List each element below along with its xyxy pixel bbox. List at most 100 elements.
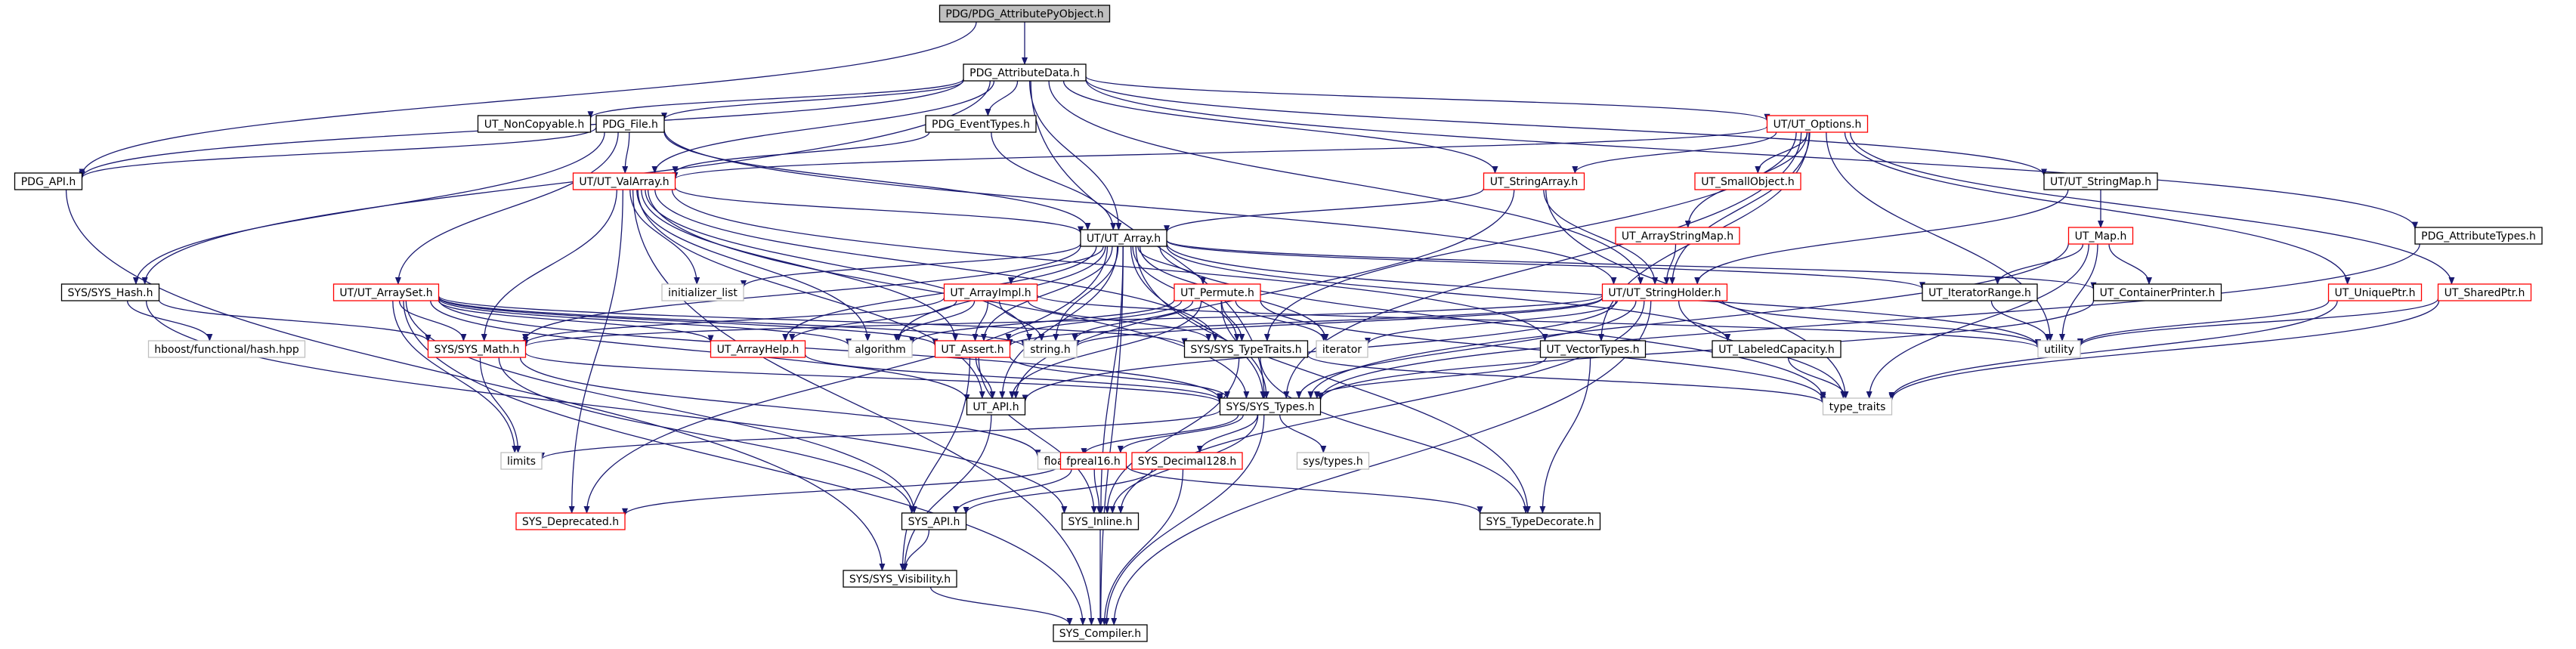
node-iterrange[interactable]: UT_IteratorRange.h [1922, 283, 2038, 301]
node-box-compiler [1053, 624, 1148, 642]
node-sysapi[interactable]: SYS_API.h [901, 512, 967, 530]
dependency-edge-arrayset-to-utassert [438, 297, 939, 347]
dependency-edge-utassert-to-visibility [899, 357, 971, 571]
node-sharedptr[interactable]: UT_SharedPtr.h [2437, 283, 2532, 301]
node-box-arrayset [332, 283, 440, 301]
node-contprinter[interactable]: UT_ContainerPrinter.h [2092, 283, 2222, 301]
node-smallobj[interactable]: UT_SmallObject.h [1694, 172, 1801, 190]
dependency-edge-systypes-to-decimal128 [1196, 414, 1258, 453]
dependency-edge-iterrange-to-utility [1990, 300, 2051, 341]
node-box-root [939, 5, 1111, 23]
node-typedecorate[interactable]: SYS_TypeDecorate.h [1479, 512, 1601, 530]
dependency-edge-arrayhelp-to-systypes [804, 354, 1223, 402]
node-eventtypes[interactable]: PDG_EventTypes.h [925, 115, 1037, 133]
node-noncopy[interactable]: UT_NonCopyable.h [477, 115, 592, 133]
node-compiler[interactable]: SYS_Compiler.h [1053, 624, 1148, 642]
node-box-systypes [1219, 397, 1322, 416]
node-utmap[interactable]: UT_Map.h [2067, 227, 2134, 245]
node-utassert[interactable]: UT_Assert.h [934, 340, 1011, 358]
dependency-edge-pdgfile-to-utarray [663, 131, 1091, 230]
node-box-arrayhelp [710, 340, 806, 358]
node-box-contprinter [2092, 283, 2222, 301]
dependency-edge-systypes-to-systypesh [1279, 414, 1327, 453]
dependency-edge-valarray-to-utassert [641, 189, 959, 341]
dependency-edge-utassert-to-inline [978, 357, 1097, 514]
node-attrdata[interactable]: PDG_AttributeData.h [963, 63, 1087, 82]
node-label-pdgapi: PDG_API.h [21, 176, 76, 188]
node-decimal128[interactable]: SYS_Decimal128.h [1131, 452, 1243, 470]
dependency-edge-utarray-to-contprinter [1166, 240, 2097, 290]
node-utarray[interactable]: UT/UT_Array.h [1080, 229, 1167, 247]
dependency-edge-fpreal16-to-deprecated [622, 464, 1062, 516]
node-box-pdgfile [595, 115, 665, 133]
dependency-edge-valarray-to-typetraits_sys [654, 189, 1219, 341]
node-label-valarray: UT/UT_ValArray.h [579, 176, 669, 188]
node-stringarray[interactable]: UT_StringArray.h [1483, 172, 1585, 190]
node-box-noncopy [477, 115, 592, 133]
node-arraystrmap[interactable]: UT_ArrayStringMap.h [1615, 227, 1740, 245]
node-visibility[interactable]: SYS/SYS_Visibility.h [843, 570, 957, 588]
node-box-uniqueptr [2327, 283, 2423, 301]
node-systypes[interactable]: SYS/SYS_Types.h [1219, 397, 1322, 416]
dependency-edge-attrdata-to-utarray [1028, 80, 1122, 230]
dependency-edge-stringarray-to-utapi [1013, 189, 1515, 399]
dependency-edge-utarray-to-arrayhelp [782, 246, 1097, 341]
node-options[interactable]: UT/UT_Options.h [1766, 115, 1869, 133]
node-arrayhelp[interactable]: UT_ArrayHelp.h [710, 340, 806, 358]
node-uniqueptr[interactable]: UT_UniquePtr.h [2327, 283, 2423, 301]
dependency-edge-utarray-to-deprecated [583, 246, 1109, 514]
node-label-algorithm: algorithm [855, 344, 906, 356]
node-label-utmap: UT_Map.h [2075, 230, 2127, 243]
dependency-edge-attrdata-to-pdgfile [661, 80, 964, 121]
dependency-edge-strholder-to-utassert [1007, 297, 1603, 347]
node-arrayset[interactable]: UT/UT_ArraySet.h [332, 283, 440, 301]
node-arrayimpl[interactable]: UT_ArrayImpl.h [943, 283, 1038, 301]
node-utapi[interactable]: UT_API.h [966, 397, 1026, 416]
dependency-edge-options-to-strholder [1669, 131, 1811, 285]
node-box-initlist [661, 283, 744, 301]
dependency-edge-systypes-to-limits [539, 409, 1221, 460]
node-attrtypes[interactable]: PDG_AttributeTypes.h [2414, 227, 2543, 245]
node-label-inline: SYS_Inline.h [1068, 516, 1133, 528]
node-box-fpreal16 [1059, 452, 1127, 470]
node-typetraits_sys[interactable]: SYS/SYS_TypeTraits.h [1183, 340, 1309, 358]
node-fpreal16[interactable]: fpreal16.h [1059, 452, 1127, 470]
node-strholder[interactable]: UT/UT_StringHolder.h [1601, 283, 1728, 301]
node-root[interactable]: PDG/PDG_AttributePyObject.h [939, 5, 1111, 23]
dependency-edge-attrdata-to-stringmap [1085, 79, 2047, 177]
dependency-edge-utmap-to-utility [2059, 243, 2098, 341]
node-labeledcap[interactable]: UT_LabeledCapacity.h [1712, 340, 1842, 358]
node-inline[interactable]: SYS_Inline.h [1061, 512, 1140, 530]
node-syshash[interactable]: SYS/SYS_Hash.h [60, 283, 160, 301]
node-label-stringh: string.h [1030, 344, 1071, 356]
dependency-edge-attrdata-to-strholder [1048, 80, 1644, 285]
node-label-type_traits: type_traits [1829, 401, 1886, 413]
node-vectortypes[interactable]: UT_VectorTypes.h [1539, 340, 1647, 358]
dependency-edge-stringarray-to-utarray [1164, 187, 1485, 233]
dependency-edge-valarray-to-deprecated [568, 189, 623, 514]
node-stringmap[interactable]: UT/UT_StringMap.h [2043, 172, 2158, 190]
node-label-arrayimpl: UT_ArrayImpl.h [950, 287, 1031, 299]
dependency-edge-valarray-to-stringh [645, 189, 1033, 341]
dependency-edge-fpreal16-to-inline [1093, 468, 1102, 514]
dependency-edge-utassert-to-systypes [1009, 356, 1230, 399]
node-box-algorithm [848, 340, 913, 358]
node-deprecated[interactable]: SYS_Deprecated.h [515, 512, 626, 530]
dependency-edge-sysmath-to-systypes [524, 352, 1223, 404]
node-label-root: PDG/PDG_AttributePyObject.h [945, 8, 1103, 20]
dependency-edge-sysmath-to-sysapi [498, 357, 915, 514]
dependency-edge-sharedptr-to-utility [2077, 298, 2439, 348]
node-sysmath[interactable]: SYS/SYS_Math.h [427, 340, 527, 358]
dependency-edge-strholder-to-systypes [1296, 300, 1637, 399]
node-box-utapi [966, 397, 1026, 416]
node-box-smallobj [1694, 172, 1801, 190]
dependency-edge-arrayimpl-to-utility [1036, 294, 2041, 349]
node-pdgapi[interactable]: PDG_API.h [14, 172, 83, 190]
dependency-edge-arrayset-to-utapi [430, 300, 970, 402]
dependency-edge-utassert-to-utapi [975, 357, 996, 399]
node-permute[interactable]: UT_Permute.h [1174, 283, 1261, 301]
node-valarray[interactable]: UT/UT_ValArray.h [572, 172, 676, 190]
node-pdgfile[interactable]: PDG_File.h [595, 115, 665, 133]
node-utility: utility [2037, 340, 2081, 358]
dependency-edge-utarray-to-permute [1137, 246, 1207, 285]
